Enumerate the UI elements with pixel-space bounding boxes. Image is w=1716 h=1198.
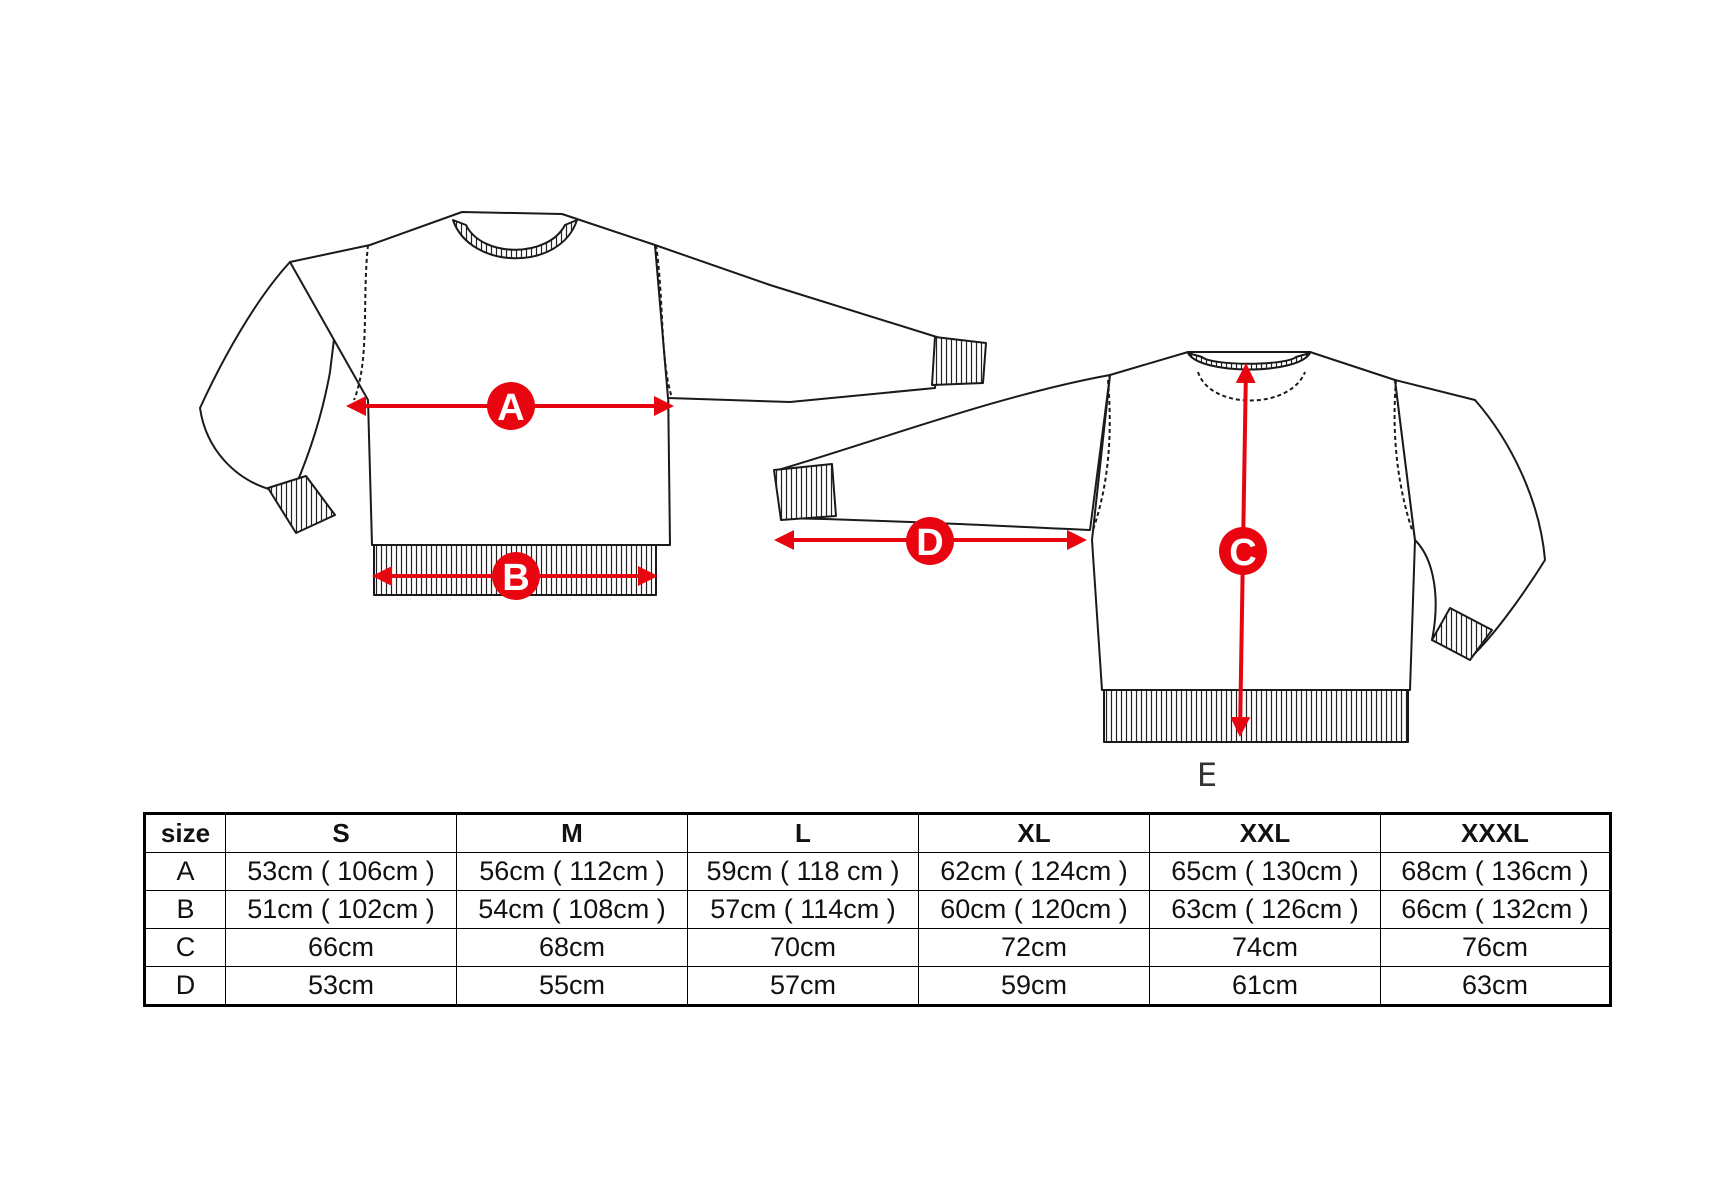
table-row: C 66cm 68cm 70cm 72cm 74cm 76cm	[144, 928, 1611, 967]
header-xxxl: XXXL	[1380, 813, 1611, 853]
table-cell: 68cm	[456, 928, 688, 967]
table-row: D 53cm 55cm 57cm 59cm 61cm 63cm	[144, 966, 1611, 1006]
table-cell: 56cm ( 112cm )	[456, 852, 688, 891]
header-m: M	[456, 813, 688, 853]
table-cell: 55cm	[456, 966, 688, 1006]
table-cell: 66cm ( 132cm )	[1380, 890, 1611, 929]
table-cell: C	[144, 928, 226, 967]
marker-a: A	[497, 387, 524, 429]
table-cell: 54cm ( 108cm )	[456, 890, 688, 929]
table-cell: 59cm ( 118 cm )	[687, 852, 919, 891]
table-cell: 53cm	[225, 966, 457, 1006]
table-cell: 62cm ( 124cm )	[918, 852, 1150, 891]
size-chart-table: size S M L XL XXL XXXL A 53cm ( 106cm ) …	[143, 812, 1612, 1007]
table-cell: 74cm	[1149, 928, 1381, 967]
table-row: B 51cm ( 102cm ) 54cm ( 108cm ) 57cm ( 1…	[144, 890, 1611, 929]
table-cell: 57cm	[687, 966, 919, 1006]
table-row: A 53cm ( 106cm ) 56cm ( 112cm ) 59cm ( 1…	[144, 852, 1611, 891]
table-cell: A	[144, 852, 226, 891]
measurement-d: D	[774, 517, 1087, 565]
table-cell: 60cm ( 120cm )	[918, 890, 1150, 929]
table-cell: 59cm	[918, 966, 1150, 1006]
table-cell: 70cm	[687, 928, 919, 967]
table-cell: 68cm ( 136cm )	[1380, 852, 1611, 891]
table-cell: 57cm ( 114cm )	[687, 890, 919, 929]
table-cell: 63cm ( 126cm )	[1149, 890, 1381, 929]
marker-d: D	[916, 522, 943, 564]
table-cell: 61cm	[1149, 966, 1381, 1006]
marker-b: B	[502, 557, 529, 599]
measurement-c: C	[1219, 363, 1267, 737]
front-sweater-drawing	[199, 211, 987, 596]
header-xxl: XXL	[1149, 813, 1381, 853]
back-sweater-drawing	[773, 351, 1546, 743]
measurement-a: A	[346, 382, 674, 430]
table-cell: D	[144, 966, 226, 1006]
table-cell: 65cm ( 130cm )	[1149, 852, 1381, 891]
table-cell: 66cm	[225, 928, 457, 967]
marker-c: C	[1229, 532, 1256, 574]
label-e: E	[1197, 756, 1217, 794]
header-xl: XL	[918, 813, 1150, 853]
table-cell: 51cm ( 102cm )	[225, 890, 457, 929]
table-header-row: size S M L XL XXL XXXL	[144, 813, 1611, 853]
header-s: S	[225, 813, 457, 853]
measurement-b: B	[372, 552, 658, 600]
table-cell: 53cm ( 106cm )	[225, 852, 457, 891]
table-cell: 63cm	[1380, 966, 1611, 1006]
table-cell: B	[144, 890, 226, 929]
table-cell: 76cm	[1380, 928, 1611, 967]
header-size: size	[144, 813, 226, 853]
table-cell: 72cm	[918, 928, 1150, 967]
sweater-diagram: A B C D E	[199, 211, 1546, 794]
header-l: L	[687, 813, 919, 853]
